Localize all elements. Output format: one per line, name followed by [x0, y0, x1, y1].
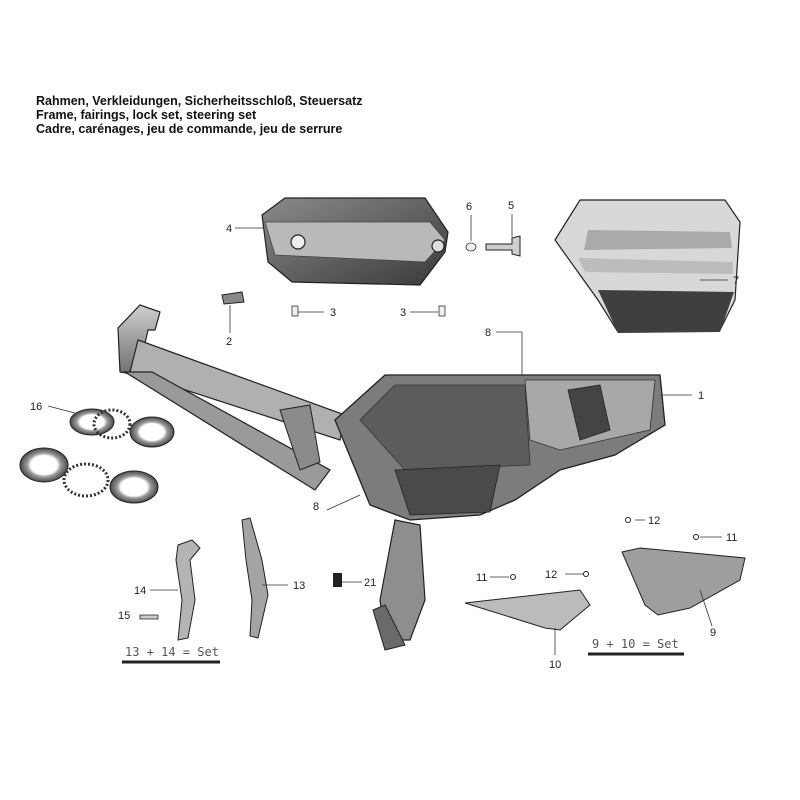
fork-cover-right-part-13	[241, 517, 269, 639]
callout-6: 6	[466, 201, 472, 213]
callout-21: 21	[364, 577, 376, 589]
grommet-right	[438, 305, 446, 317]
callout-16: 16	[30, 401, 42, 413]
leader-lines	[47, 214, 728, 655]
callout-7: 7	[733, 275, 739, 287]
set-label-13-14: 13 + 14 = Set	[125, 645, 219, 659]
callout-3-right: 3	[400, 307, 406, 319]
callout-5: 5	[508, 200, 514, 212]
callout-11-left: 11	[476, 572, 487, 584]
washer-part-6	[465, 242, 477, 252]
lower-fairing-part-10	[464, 589, 591, 631]
callout-8-top: 8	[485, 327, 491, 339]
screw-part-12	[583, 517, 631, 577]
callout-8-bottom: 8	[313, 501, 319, 513]
right-side-fairing	[554, 199, 741, 333]
callout-4: 4	[226, 223, 232, 235]
main-frame	[117, 304, 666, 651]
title-english: Frame, fairings, lock set, steering set	[36, 108, 257, 122]
callout-10: 10	[549, 659, 561, 671]
set-label-9-10: 9 + 10 = Set	[592, 637, 679, 651]
callout-1: 1	[698, 390, 704, 402]
callout-11-right: 11	[726, 532, 737, 544]
lower-fairing-part-9	[621, 547, 746, 616]
callout-9: 9	[710, 627, 716, 639]
screw-part-5	[485, 235, 521, 257]
callout-3-left: 3	[330, 307, 336, 319]
plug-part-21	[333, 573, 342, 587]
title-german: Rahmen, Verkleidungen, Sicherheitsschloß…	[36, 94, 363, 108]
screw-part-15	[139, 614, 159, 620]
callout-15: 15	[118, 610, 130, 622]
callout-12-right: 12	[648, 515, 660, 527]
callout-2: 2	[226, 336, 232, 348]
screw-part-11	[510, 534, 699, 580]
lock-bracket	[221, 291, 245, 305]
fork-cover-left-part-14	[175, 539, 201, 641]
grommet-left	[291, 305, 299, 317]
left-side-fairing	[261, 197, 449, 286]
steering-bearing-set	[19, 408, 175, 504]
title-french: Cadre, carénages, jeu de commande, jeu d…	[36, 122, 343, 136]
callout-12-left: 12	[545, 569, 557, 581]
callout-14: 14	[134, 585, 146, 597]
callout-13: 13	[293, 580, 305, 592]
diagram-title-block: Rahmen, Verkleidungen, Sicherheitsschloß…	[36, 94, 363, 136]
